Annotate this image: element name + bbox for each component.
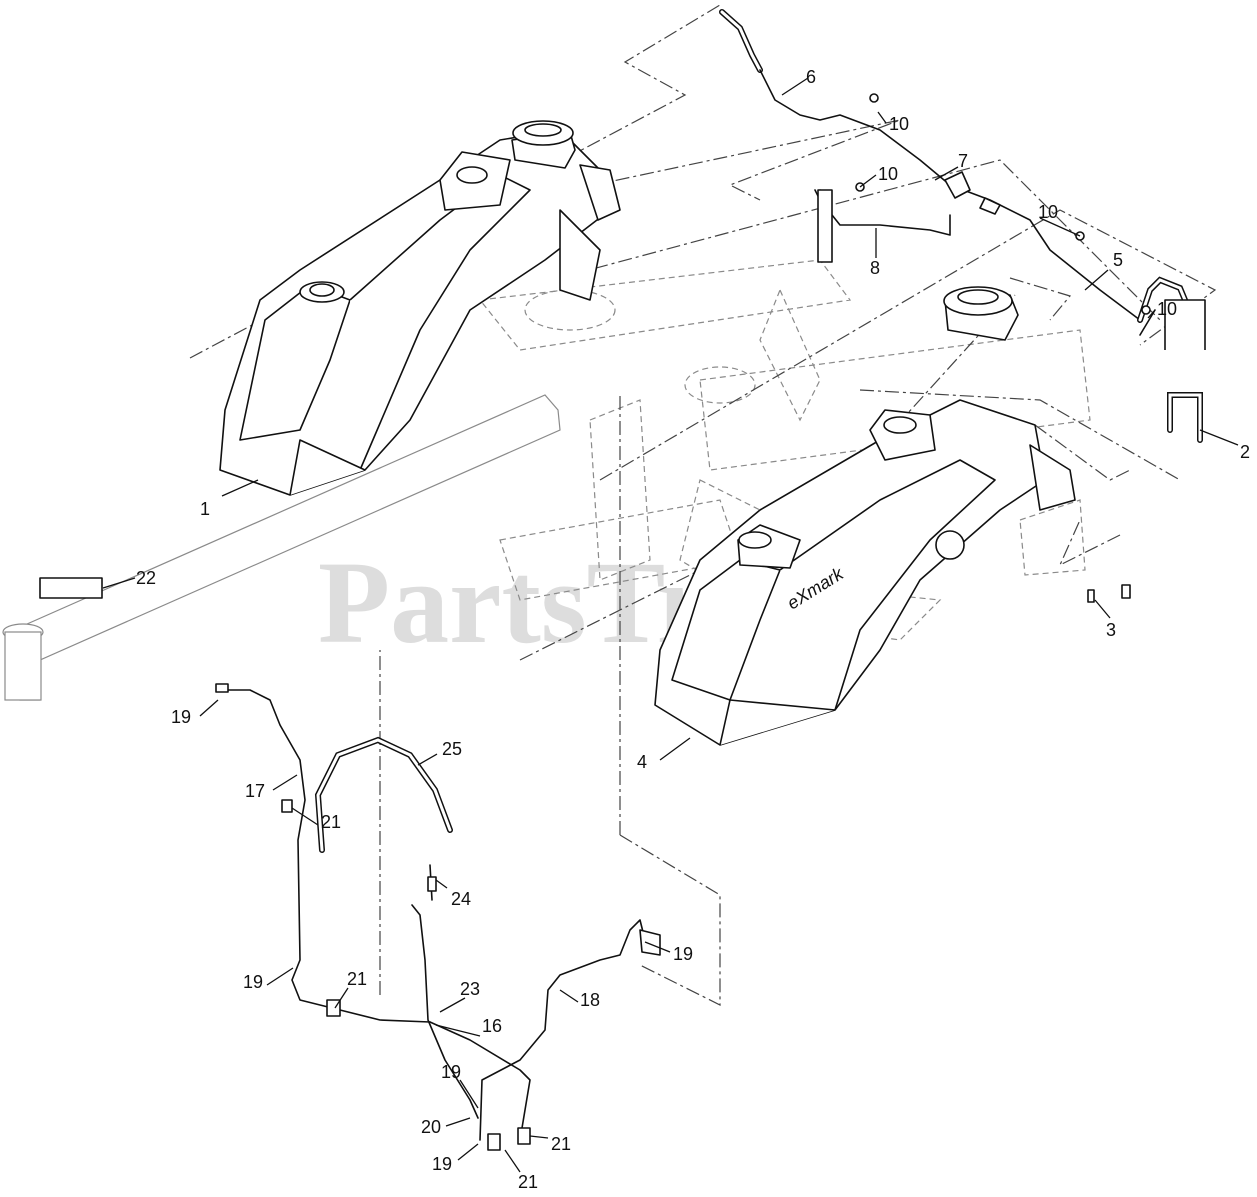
callout-10-a: 10 [889, 114, 909, 134]
callout-18: 18 [580, 990, 600, 1010]
upper-fuel-lines [719, 9, 1206, 350]
callout-10-b: 10 [878, 164, 898, 184]
callout-19-a: 19 [171, 707, 191, 727]
callout-5: 5 [1113, 250, 1123, 270]
callout-16: 16 [482, 1016, 502, 1036]
callout-21-a: 21 [321, 812, 341, 832]
callout-21-b: 21 [347, 969, 367, 989]
callout-19-b: 19 [243, 972, 263, 992]
callout-22: 22 [136, 568, 156, 588]
callout-25: 25 [442, 739, 462, 759]
left-fuel-tank [219, 120, 621, 496]
callouts: 1 2 3 4 5 6 7 8 10 10 10 10 16 17 18 19 … [136, 67, 1250, 1192]
callout-8: 8 [870, 258, 880, 278]
callout-20: 20 [421, 1117, 441, 1137]
vent-hose-and-clamps [1087, 392, 1203, 603]
callout-23: 23 [460, 979, 480, 999]
callout-3: 3 [1106, 620, 1116, 640]
lower-fuel-lines [39, 577, 661, 1151]
right-fuel-tank: eXmark [654, 286, 1076, 746]
callout-4: 4 [637, 752, 647, 772]
callout-19-c: 19 [673, 944, 693, 964]
callout-6: 6 [806, 67, 816, 87]
callout-10-d: 10 [1157, 299, 1177, 319]
callout-2: 2 [1240, 442, 1250, 462]
callout-1: 1 [200, 499, 210, 519]
callout-21-c: 21 [551, 1134, 571, 1154]
callout-19-d: 19 [441, 1062, 461, 1082]
callout-7: 7 [958, 151, 968, 171]
callout-17: 17 [245, 781, 265, 801]
leader-lines [102, 77, 1239, 1173]
callout-10-c: 10 [1038, 202, 1058, 222]
callout-24: 24 [451, 889, 471, 909]
callout-21-d: 21 [518, 1172, 538, 1192]
callout-19-e: 19 [432, 1154, 452, 1174]
